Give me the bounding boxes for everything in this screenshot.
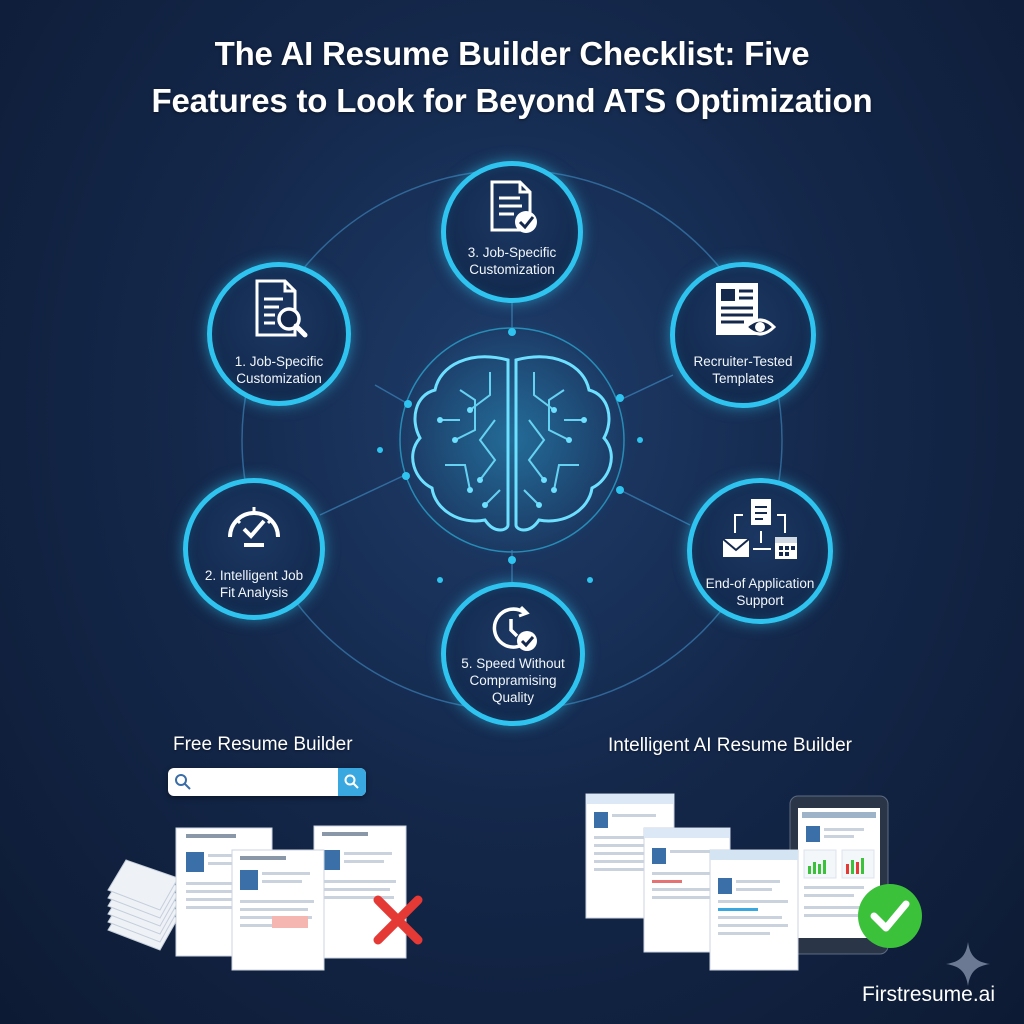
green-check-icon	[858, 884, 922, 948]
connector-lines	[319, 300, 691, 582]
title-line-2: Features to Look for Beyond ATS Optimiza…	[151, 82, 873, 119]
gauge-check-icon	[228, 507, 280, 547]
ai-builder-resume-illustration	[585, 793, 922, 971]
document-search-icon	[255, 279, 308, 338]
brand-name: Firstresume.ai	[862, 983, 996, 1006]
document-check-icon	[490, 180, 537, 233]
free-builder-resume-illustration	[107, 825, 423, 971]
ai-builder-title: Intelligent AI Resume Builder	[608, 735, 852, 756]
connector-dots	[377, 328, 643, 583]
template-eye-icon	[716, 283, 777, 336]
resume-card	[313, 825, 407, 959]
resume-card	[709, 849, 799, 971]
search-bar[interactable]	[168, 768, 366, 796]
paper-stack	[107, 859, 179, 951]
title-line-1: The AI Resume Builder Checklist: Five	[214, 35, 810, 72]
search-button[interactable]	[338, 768, 366, 796]
search-icon	[175, 774, 191, 790]
circuit-brain-icon	[411, 355, 613, 532]
workflow-icon	[722, 499, 797, 559]
sparkle-logo-icon	[946, 942, 990, 986]
clock-check-icon	[492, 605, 537, 651]
resume-card	[231, 849, 325, 971]
page-title: The AI Resume Builder Checklist: Five Fe…	[0, 30, 1024, 124]
search-icon	[344, 774, 359, 789]
free-builder-title: Free Resume Builder	[173, 734, 353, 755]
brain-glow	[392, 320, 632, 560]
red-x-icon	[373, 895, 423, 945]
